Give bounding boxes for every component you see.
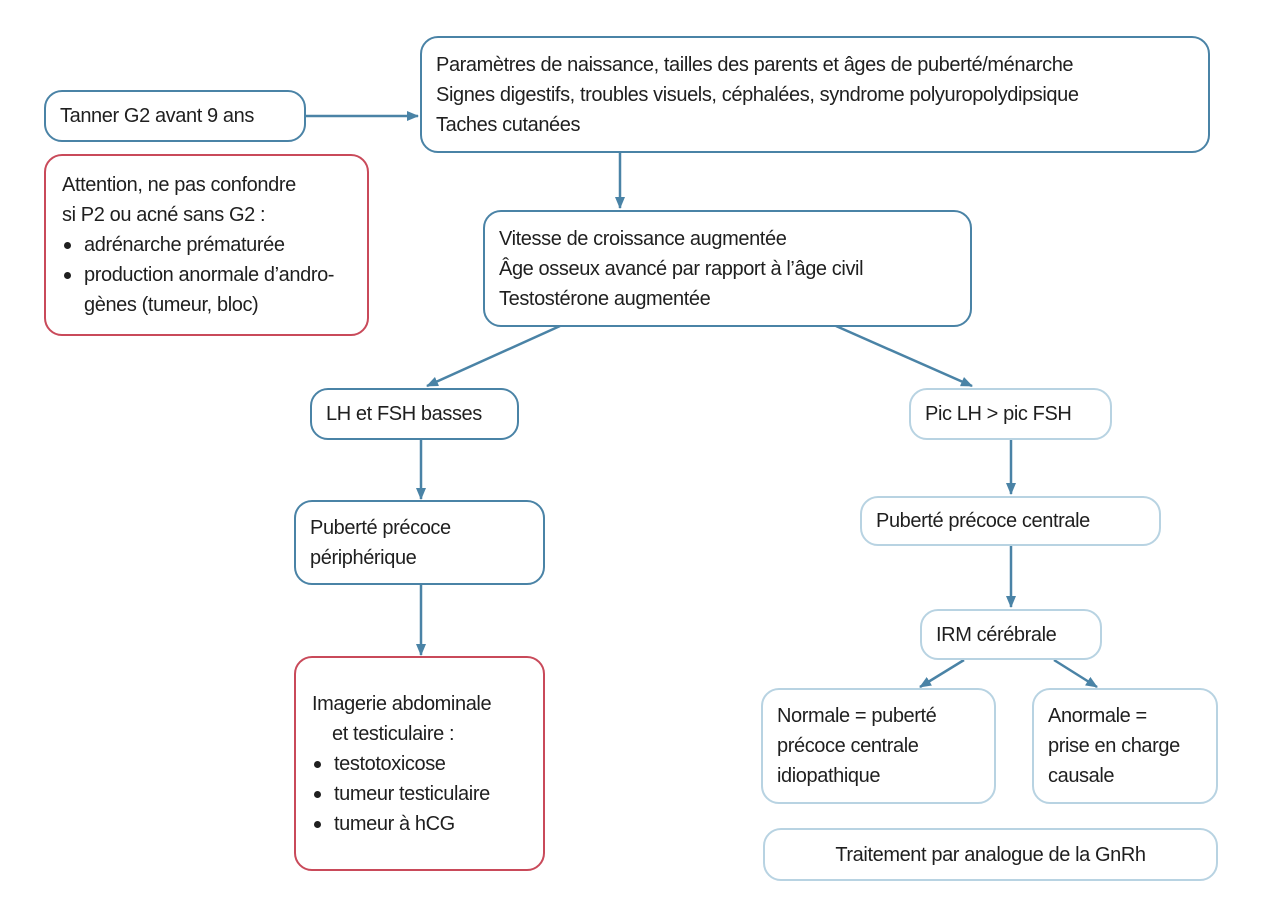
node-imaging: Imagerie abdominale et testiculaire : te… (294, 656, 545, 871)
node-normal-line-2: précoce centrale (777, 735, 919, 757)
arrow-growth-to-lh-peak (835, 324, 973, 388)
node-lh-low-text: LH et FSH basses (326, 403, 482, 425)
node-warning-bullet-2: production anormale d’andro- gènes (tume… (62, 260, 351, 320)
node-tanner: Tanner G2 avant 9 ans (44, 90, 306, 142)
node-normal-line-3: idiopathique (777, 765, 881, 787)
node-mri: IRM cérébrale (920, 609, 1102, 660)
node-treatment: Traitement par analogue de la GnRh (763, 828, 1218, 881)
node-history: Paramètres de naissance, tailles des par… (420, 36, 1210, 153)
node-warning-bullets: adrénarche prématurée production anormal… (62, 230, 351, 320)
node-abnormal-line-1: Anormale = (1048, 705, 1147, 727)
node-history-line-3: Taches cutanées (436, 113, 581, 136)
node-peripheral: Puberté précoce périphérique (294, 500, 545, 585)
node-peripheral-line-1: Puberté précoce (310, 516, 451, 539)
node-imaging-line-1: Imagerie abdominale (312, 692, 492, 715)
node-growth-line-3: Testostérone augmentée (499, 287, 711, 310)
node-imaging-bullet-3: tumeur à hCG (312, 809, 527, 839)
node-lh-low: LH et FSH basses (310, 388, 519, 440)
node-central-text: Puberté précoce centrale (876, 510, 1090, 532)
node-tanner-text: Tanner G2 avant 9 ans (60, 105, 254, 127)
node-history-line-1: Paramètres de naissance, tailles des par… (436, 53, 1074, 76)
node-lh-peak: Pic LH > pic FSH (909, 388, 1112, 440)
node-imaging-bullets: testotoxicose tumeur testiculaire tumeur… (312, 749, 527, 839)
node-abnormal-line-3: causale (1048, 765, 1115, 787)
node-central: Puberté précoce centrale (860, 496, 1161, 546)
node-imaging-bullet-1: testotoxicose (312, 749, 527, 779)
node-abnormal-line-2: prise en charge (1048, 735, 1180, 757)
node-warning-bullet-1: adrénarche prématurée (62, 230, 351, 260)
arrow-mri-to-normal (919, 658, 965, 689)
node-peripheral-line-2: périphérique (310, 546, 417, 569)
arrow-mri-to-abnormal (1053, 658, 1098, 689)
node-lh-peak-text: Pic LH > pic FSH (925, 403, 1072, 425)
node-warning-line-1: Attention, ne pas confondre (62, 174, 296, 196)
node-treatment-text: Traitement par analogue de la GnRh (835, 843, 1146, 866)
node-growth-line-2: Âge osseux avancé par rapport à l’âge ci… (499, 257, 864, 280)
node-growth: Vitesse de croissance augmentée Âge osse… (483, 210, 972, 327)
node-mri-text: IRM cérébrale (936, 623, 1057, 646)
node-abnormal: Anormale = prise en charge causale (1032, 688, 1218, 804)
node-history-line-2: Signes digestifs, troubles visuels, céph… (436, 83, 1079, 106)
node-warning-line-2: si P2 ou acné sans G2 : (62, 204, 266, 226)
node-growth-line-1: Vitesse de croissance augmentée (499, 227, 787, 250)
node-imaging-line-2: et testiculaire : (332, 722, 455, 745)
node-imaging-bullet-2: tumeur testiculaire (312, 779, 527, 809)
node-normal: Normale = puberté précoce centrale idiop… (761, 688, 996, 804)
node-warning: Attention, ne pas confondre si P2 ou acn… (44, 154, 369, 336)
arrow-growth-to-lh-low (426, 324, 561, 388)
node-normal-line-1: Normale = puberté (777, 705, 937, 727)
